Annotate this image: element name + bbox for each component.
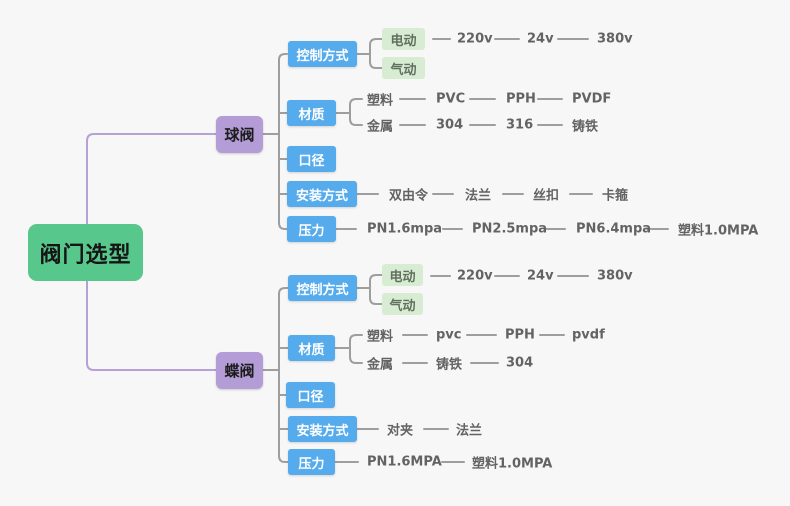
leaf-item[interactable]: 380v xyxy=(597,31,633,47)
ball-category-control-method[interactable]: 控制方式 xyxy=(288,41,357,67)
butterfly-category-diameter[interactable]: 口径 xyxy=(286,382,335,408)
leaf-item[interactable]: 铸铁 xyxy=(572,119,599,135)
butterfly-valve-connectors xyxy=(262,274,589,463)
butterfly-sub-pneumatic[interactable]: 气动 xyxy=(382,293,423,315)
leaf-item[interactable]: 304 xyxy=(506,355,534,371)
leaf-item[interactable]: 24v xyxy=(527,31,554,47)
leaf-item[interactable]: 316 xyxy=(506,117,534,133)
ball-valve-connectors xyxy=(262,38,669,230)
ball-sub-plastic[interactable]: 塑料 xyxy=(367,93,394,109)
leaf-item[interactable]: 法兰 xyxy=(456,423,483,439)
ball-sub-electric[interactable]: 电动 xyxy=(382,28,425,50)
ball-category-installation[interactable]: 安装方式 xyxy=(287,181,357,207)
butterfly-sub-plastic[interactable]: 塑料 xyxy=(367,329,394,345)
leaf-item[interactable]: 卡箍 xyxy=(602,188,629,204)
root-connectors xyxy=(86,133,217,371)
leaf-item[interactable]: PVDF xyxy=(572,91,612,107)
leaf-item[interactable]: PN6.4mpa xyxy=(576,221,652,237)
leaf-item[interactable]: PN1.6MPA xyxy=(367,454,442,470)
leaf-item[interactable]: 220v xyxy=(457,268,493,284)
leaf-item[interactable]: 对夹 xyxy=(387,423,414,439)
leaf-item[interactable]: 法兰 xyxy=(465,188,492,204)
leaf-item[interactable]: PPH xyxy=(505,327,535,343)
leaf-item[interactable]: PN2.5mpa xyxy=(472,221,548,237)
leaf-item[interactable]: 304 xyxy=(436,117,464,133)
ball-sub-metal[interactable]: 金属 xyxy=(367,119,394,135)
leaf-item[interactable]: PVC xyxy=(436,91,466,107)
leaf-item[interactable]: PPH xyxy=(506,91,536,107)
leaf-item[interactable]: 双由令 xyxy=(389,188,429,204)
ball-category-pressure[interactable]: 压力 xyxy=(287,216,336,242)
leaf-item[interactable]: 220v xyxy=(457,31,493,47)
leaf-item[interactable]: 丝扣 xyxy=(533,188,560,204)
butterfly-category-material[interactable]: 材质 xyxy=(288,335,335,361)
leaf-item[interactable]: 24v xyxy=(527,268,554,284)
leaf-item[interactable]: 塑料1.0MPA xyxy=(472,456,553,472)
branch-ball-valve[interactable]: 球阀 xyxy=(216,116,263,153)
leaf-item[interactable]: 380v xyxy=(597,268,633,284)
root-node[interactable]: 阀门选型 xyxy=(28,224,143,281)
leaf-item[interactable]: pvc xyxy=(436,327,462,343)
branch-butterfly-valve[interactable]: 蝶阀 xyxy=(216,352,263,389)
ball-category-material[interactable]: 材质 xyxy=(287,100,336,126)
leaf-item[interactable]: 铸铁 xyxy=(436,357,463,373)
ball-category-diameter[interactable]: 口径 xyxy=(287,146,336,172)
butterfly-category-installation[interactable]: 安装方式 xyxy=(288,416,357,442)
leaf-item[interactable]: pvdf xyxy=(572,327,605,343)
leaf-item[interactable]: 塑料1.0MPA xyxy=(678,223,759,239)
ball-sub-pneumatic[interactable]: 气动 xyxy=(382,57,425,79)
butterfly-category-pressure[interactable]: 压力 xyxy=(288,449,335,475)
leaf-item[interactable]: PN1.6mpa xyxy=(367,221,443,237)
butterfly-sub-metal[interactable]: 金属 xyxy=(367,357,394,373)
butterfly-sub-electric[interactable]: 电动 xyxy=(382,264,423,286)
butterfly-category-control-method[interactable]: 控制方式 xyxy=(288,275,357,301)
